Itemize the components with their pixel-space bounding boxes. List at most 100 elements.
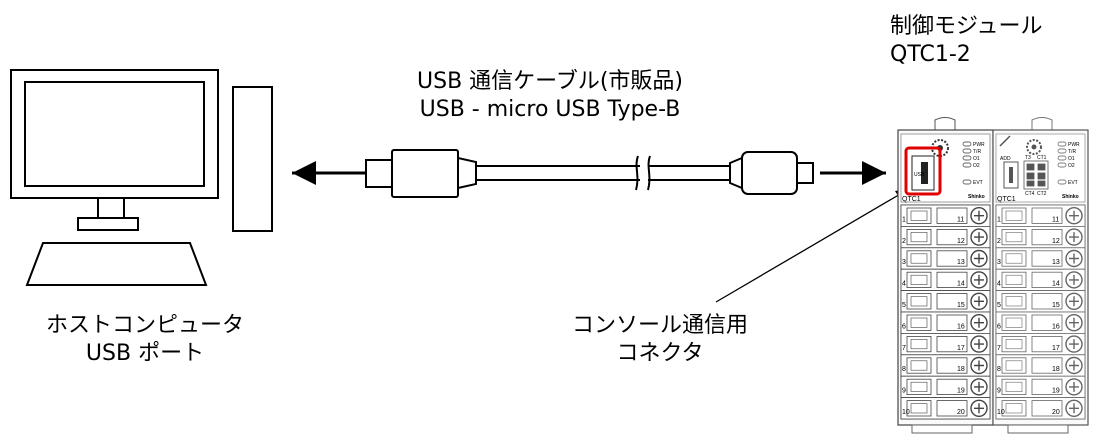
status-leds-left <box>962 141 972 185</box>
pc-tower-icon <box>232 86 273 232</box>
terminal-row: 2 12 <box>900 225 991 249</box>
led-label-right-4: EVT <box>1068 180 1078 186</box>
connector-label-line1: コンソール通信用 <box>571 313 748 338</box>
terminal-number: 13 <box>1052 259 1060 266</box>
led-label-left-1: T/R <box>973 149 981 155</box>
terminal-row: 7 17 <box>995 332 1086 356</box>
terminal-row: 10 20 <box>900 397 991 420</box>
terminal-number: 11 <box>1052 216 1059 223</box>
terminal-number: 2 <box>997 238 1001 245</box>
terminal-row: 9 19 <box>995 375 1086 399</box>
monitor-stand-icon <box>77 197 139 231</box>
terminal-number: 6 <box>902 323 906 330</box>
terminal-number: 18 <box>957 366 965 373</box>
terminal-row: 2 12 <box>995 225 1086 249</box>
terminal-row: 10 20 <box>995 397 1086 420</box>
terminal-number: 16 <box>1052 323 1060 330</box>
led-label-right-2: O1 <box>1068 156 1075 162</box>
terminal-row: 5 15 <box>900 290 991 313</box>
unit-model-right: QTC1 <box>997 196 1016 203</box>
addr-label: ADD <box>1000 156 1011 162</box>
module-model: QTC1-2 <box>890 42 971 67</box>
ct-label-2: CT4 <box>1025 191 1035 197</box>
terminal-number: 6 <box>997 323 1001 330</box>
terminal-number: 17 <box>1052 345 1060 352</box>
terminal-row: 3 13 <box>900 247 991 270</box>
host-label-line2: USB ポート <box>85 341 205 366</box>
terminal-number: 10 <box>902 409 910 416</box>
led-label-right-0: PWR <box>1068 142 1080 148</box>
cable-label-line2: USB - micro USB Type-B <box>419 97 681 122</box>
led-label-left-3: O2 <box>973 163 980 169</box>
monitor-icon <box>10 69 219 199</box>
usb-cable <box>476 155 730 191</box>
terminal-row: 7 17 <box>900 332 991 356</box>
connector-leader-line <box>715 192 903 303</box>
terminal-number: 18 <box>1052 366 1060 373</box>
terminal-number: 15 <box>1052 302 1060 309</box>
cable-label-line1: USB 通信ケーブル(市販品) <box>417 69 683 94</box>
terminal-number: 19 <box>1052 388 1060 395</box>
terminal-row: 9 19 <box>900 375 991 399</box>
terminal-number: 11 <box>957 216 964 223</box>
status-leds-right <box>1057 141 1067 185</box>
terminal-number: 17 <box>957 345 965 352</box>
module-title: 制御モジュール <box>890 14 1043 39</box>
terminal-row: 8 18 <box>900 354 991 377</box>
terminal-number: 12 <box>1052 238 1060 245</box>
led-label-right-1: T/R <box>1068 149 1076 155</box>
terminal-number: 3 <box>997 259 1001 266</box>
terminal-number: 2 <box>902 238 906 245</box>
terminal-number: 5 <box>902 302 906 309</box>
host-label-line1: ホストコンピュータ <box>45 313 244 338</box>
led-label-left-2: O1 <box>973 156 980 162</box>
led-label-right-3: O2 <box>1068 163 1075 169</box>
terminal-number: 8 <box>997 366 1001 373</box>
terminal-row: 3 13 <box>995 247 1086 270</box>
terminal-row: 4 14 <box>995 268 1086 292</box>
usb-a-plug-icon <box>365 149 477 198</box>
module-feet <box>911 424 1069 434</box>
terminal-number: 7 <box>997 345 1001 352</box>
terminal-row: 4 14 <box>900 268 991 292</box>
connector-label-line2: コネクタ <box>616 341 704 366</box>
terminal-number: 20 <box>1052 409 1060 416</box>
terminal-number: 5 <box>997 302 1001 309</box>
terminal-number: 10 <box>997 409 1005 416</box>
terminal-row: 8 18 <box>995 354 1086 377</box>
terminal-number: 19 <box>957 388 965 395</box>
brand-label-left: Shinko <box>968 194 985 200</box>
terminal-number: 9 <box>997 388 1001 395</box>
terminal-number: 3 <box>902 259 906 266</box>
led-label-left-4: EVT <box>973 180 983 186</box>
terminal-row: 6 16 <box>995 311 1086 334</box>
terminal-number: 4 <box>902 281 906 288</box>
ct-label-0: T3 <box>1025 155 1031 161</box>
terminal-number: 14 <box>957 281 965 288</box>
terminal-number: 13 <box>957 259 965 266</box>
keyboard-icon <box>25 242 208 286</box>
led-label-left-0: PWR <box>973 142 985 148</box>
ct-label-1: CT1 <box>1037 155 1047 161</box>
terminal-number: 14 <box>1052 281 1060 288</box>
terminal-number: 20 <box>957 409 965 416</box>
usb-port-label: USB <box>914 172 925 178</box>
terminal-number: 12 <box>957 238 965 245</box>
terminal-number: 7 <box>902 345 906 352</box>
terminal-number: 9 <box>902 388 906 395</box>
terminal-number: 15 <box>957 302 965 309</box>
usb-port-highlight <box>904 146 942 196</box>
terminal-number: 4 <box>997 281 1001 288</box>
terminal-number: 1 <box>997 216 1001 223</box>
terminal-row: 5 15 <box>995 290 1086 313</box>
brand-label-right: Shinko <box>1062 194 1079 200</box>
micro-usb-plug-icon <box>729 151 814 195</box>
ct-connectors-icon <box>1023 160 1049 190</box>
terminal-number: 1 <box>902 216 906 223</box>
terminal-number: 8 <box>902 366 906 373</box>
